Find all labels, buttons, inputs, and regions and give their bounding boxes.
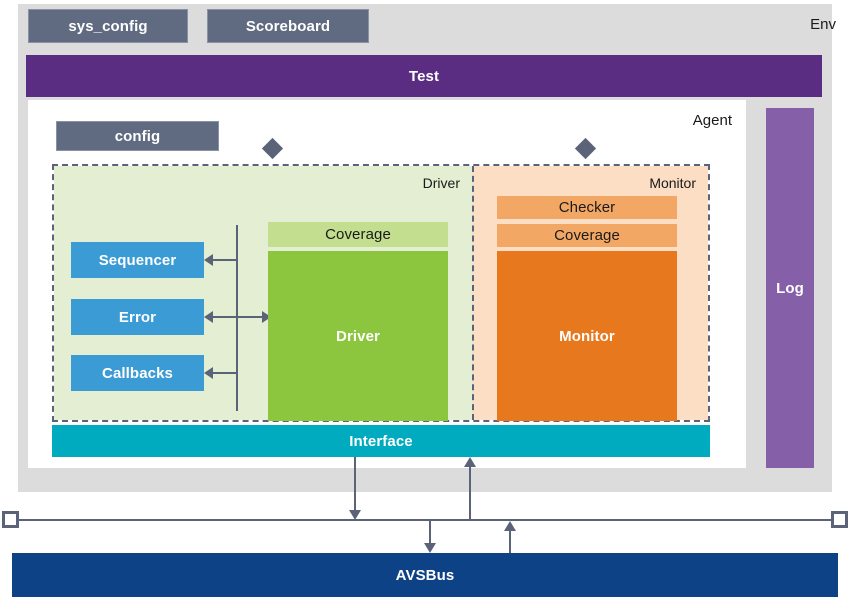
monitor-coverage-block[interactable]: Coverage bbox=[497, 224, 677, 247]
error-label: Error bbox=[118, 308, 157, 326]
avsbus-label: AVSBus bbox=[395, 566, 455, 584]
sys-config-block[interactable]: sys_config bbox=[28, 9, 188, 43]
env-label: Env bbox=[810, 16, 836, 33]
test-label: Test bbox=[408, 67, 440, 85]
avsbus-to-bus-arrow-up-icon bbox=[504, 521, 516, 531]
bus-terminal-right[interactable] bbox=[831, 511, 848, 528]
sequencer-block[interactable]: Sequencer bbox=[71, 242, 204, 278]
sys-config-label: sys_config bbox=[68, 17, 148, 35]
bus-to-interface-arrow-up-icon bbox=[464, 457, 476, 467]
callbacks-block[interactable]: Callbacks bbox=[71, 355, 204, 391]
avsbus-to-bus-line bbox=[509, 530, 511, 555]
driver-block[interactable]: Driver bbox=[268, 251, 448, 421]
error-connector-line bbox=[213, 316, 271, 318]
interface-to-bus-line bbox=[354, 457, 356, 512]
monitor-pane-title: Monitor bbox=[649, 175, 696, 191]
test-block[interactable]: Test bbox=[26, 55, 822, 97]
driver-coverage-block[interactable]: Coverage bbox=[268, 222, 448, 247]
error-arrow-right-icon bbox=[262, 311, 271, 323]
driver-pane-title: Driver bbox=[422, 175, 460, 191]
sequencer-connector-line bbox=[213, 259, 237, 261]
callbacks-label: Callbacks bbox=[102, 364, 173, 382]
log-label: Log bbox=[776, 279, 804, 297]
interface-block[interactable]: Interface bbox=[52, 425, 710, 457]
monitor-block[interactable]: Monitor bbox=[497, 251, 677, 421]
scoreboard-label: Scoreboard bbox=[245, 17, 331, 35]
driver-block-label: Driver bbox=[336, 327, 380, 345]
driver-coverage-label: Coverage bbox=[325, 226, 391, 243]
bus-to-avsbus-line bbox=[429, 521, 431, 545]
bus-terminal-left[interactable] bbox=[2, 511, 19, 528]
checker-label: Checker bbox=[558, 199, 616, 216]
sequencer-arrow-left-icon bbox=[204, 254, 213, 266]
error-block[interactable]: Error bbox=[71, 299, 204, 335]
checker-block[interactable]: Checker bbox=[497, 196, 677, 219]
monitor-block-label: Monitor bbox=[559, 327, 615, 345]
horizontal-bus-line bbox=[12, 519, 838, 521]
agent-label: Agent bbox=[692, 112, 732, 129]
log-block[interactable]: Log bbox=[766, 108, 814, 468]
callbacks-connector-line bbox=[213, 372, 237, 374]
error-arrow-left-icon bbox=[204, 311, 213, 323]
interface-to-bus-arrow-down-icon bbox=[349, 510, 361, 520]
config-block[interactable]: config bbox=[56, 121, 219, 151]
bus-to-avsbus-arrow-down-icon bbox=[424, 543, 436, 553]
avsbus-block[interactable]: AVSBus bbox=[12, 553, 838, 597]
bus-to-interface-line bbox=[469, 466, 471, 520]
driver-internal-bus-line bbox=[236, 225, 238, 411]
monitor-coverage-label: Coverage bbox=[554, 227, 620, 244]
sequencer-label: Sequencer bbox=[98, 251, 177, 269]
callbacks-arrow-left-icon bbox=[204, 367, 213, 379]
config-label: config bbox=[114, 127, 161, 145]
scoreboard-block[interactable]: Scoreboard bbox=[207, 9, 369, 43]
interface-label: Interface bbox=[349, 432, 413, 450]
